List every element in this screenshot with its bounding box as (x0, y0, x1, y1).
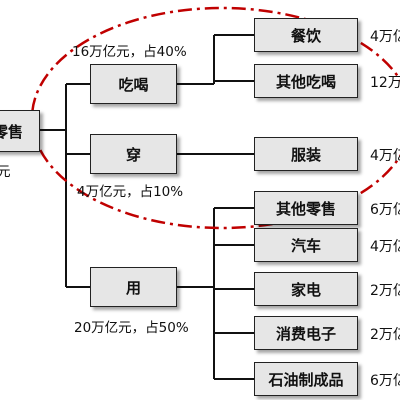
item-label: 汽车 (290, 236, 321, 255)
category-clothing: 穿 (90, 134, 177, 174)
category-note-clothing: 4万亿元，占10% (77, 184, 184, 200)
item-label: 石油制成品 (268, 370, 344, 389)
item-amount: 6万亿 (370, 373, 400, 389)
category-note-food: 16万亿元，占40% (72, 44, 187, 60)
item-other-food: 其他吃喝 (254, 64, 358, 98)
item-label: 其他零售 (275, 199, 336, 218)
item-label: 其他吃喝 (275, 72, 336, 91)
item-automobile: 汽车 (254, 228, 358, 262)
item-appliances: 家电 (254, 272, 358, 306)
category-goods: 用 (90, 267, 177, 307)
category-food: 吃喝 (90, 64, 177, 104)
category-label: 用 (125, 278, 141, 297)
item-label: 家电 (290, 280, 321, 299)
item-catering: 餐饮 (254, 18, 358, 52)
item-apparel: 服装 (254, 137, 358, 171)
root-note: 元 (0, 164, 11, 180)
category-label: 穿 (125, 145, 141, 164)
root-node: 零售 (0, 110, 40, 152)
item-amount: 12万 (370, 75, 400, 91)
item-petroleum-products: 石油制成品 (254, 362, 358, 396)
item-amount: 6万亿 (370, 202, 400, 218)
item-label: 餐饮 (290, 26, 321, 45)
item-consumer-electronics: 消费电子 (254, 316, 358, 350)
item-amount: 4万亿 (370, 239, 400, 255)
item-other-retail: 其他零售 (254, 191, 358, 225)
item-label: 服装 (290, 145, 321, 164)
category-note-goods: 20万亿元，占50% (74, 320, 189, 336)
item-label: 消费电子 (275, 324, 336, 343)
item-amount: 4万亿 (370, 148, 400, 164)
item-amount: 4万亿 (370, 29, 400, 45)
item-amount: 2万亿 (370, 283, 400, 299)
item-amount: 2万亿 (370, 327, 400, 343)
category-label: 吃喝 (118, 75, 149, 94)
root-label: 零售 (0, 122, 23, 141)
